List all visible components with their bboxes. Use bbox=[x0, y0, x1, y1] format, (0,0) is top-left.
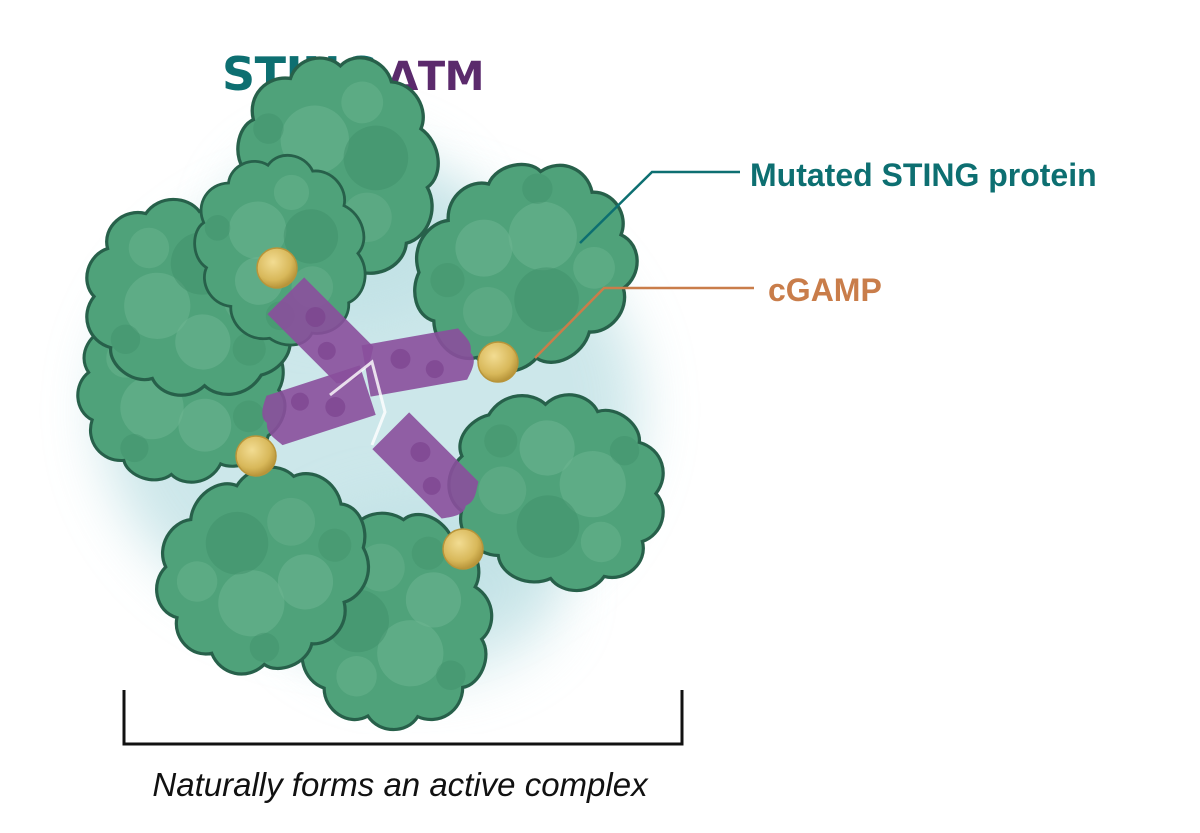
label-cgamp: cGAMP bbox=[768, 272, 882, 308]
label-mutated-sting-protein: Mutated STING protein bbox=[750, 157, 1097, 193]
cgamp-sphere-icon bbox=[477, 341, 519, 383]
caption-active-complex: Naturally forms an active complex bbox=[152, 766, 648, 803]
central-seam bbox=[329, 359, 387, 446]
cgamp-sphere-icon bbox=[256, 247, 298, 289]
protein-leader-line bbox=[579, 170, 740, 244]
cgamp-spheres bbox=[235, 247, 519, 570]
cgamp-leader-line bbox=[534, 286, 754, 359]
cgamp-sphere-icon bbox=[235, 435, 277, 477]
cgamp-sphere-icon bbox=[442, 528, 484, 570]
bottom-bracket bbox=[122, 690, 684, 746]
